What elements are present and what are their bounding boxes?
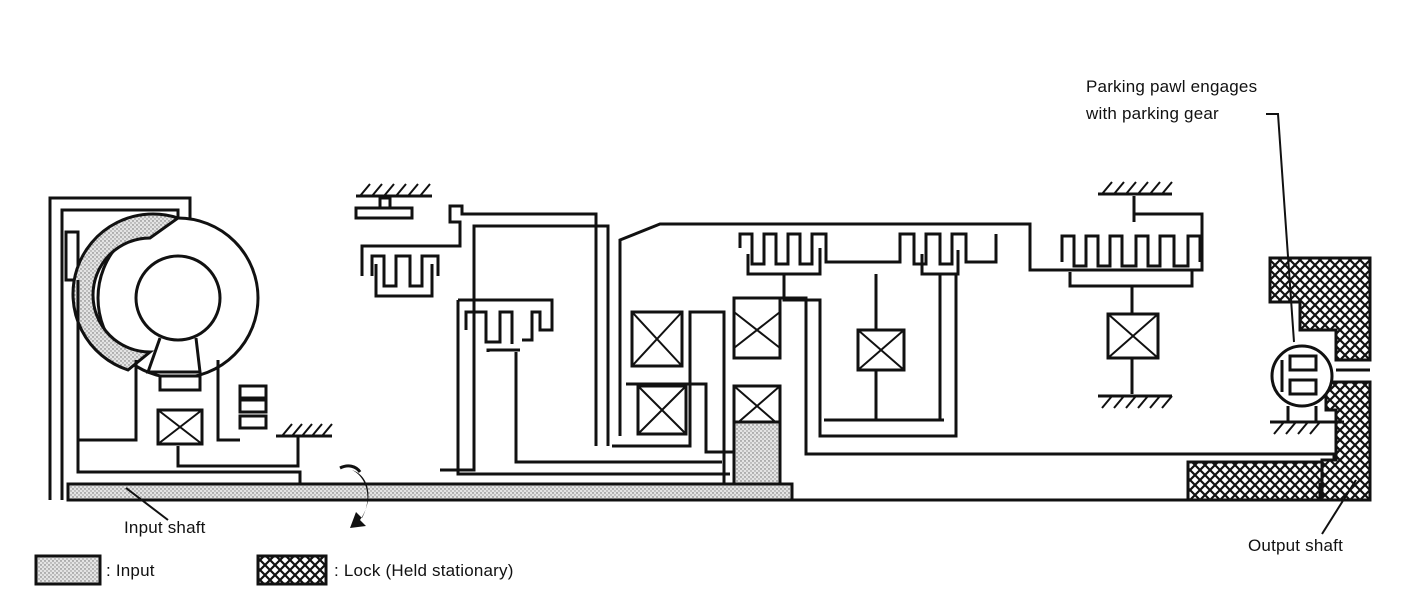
legend-lock-swatch (256, 554, 328, 586)
parking-pawl-label-line2: with parking gear (1086, 104, 1219, 123)
legend-lock-label: : Lock (Held stationary) (334, 561, 514, 580)
input-shaft (66, 482, 794, 502)
torque-converter (48, 196, 333, 500)
parking-pawl-label-line1: Parking pawl engages (1086, 77, 1258, 96)
legend-input-swatch (34, 554, 102, 586)
legend-input-label: : Input (106, 561, 155, 580)
impeller-shaded (71, 212, 182, 372)
case-upper-locked (1268, 256, 1372, 362)
output-shaft-locked (1186, 460, 1332, 502)
output-shaft-label: Output shaft (1248, 536, 1344, 555)
input-shaft-leader (125, 487, 169, 521)
output-section (1186, 113, 1372, 535)
rotation-arrow-icon (339, 464, 369, 528)
gear-train (354, 181, 1336, 486)
input-shaded-block (732, 420, 782, 486)
input-shaft-label: Input shaft (124, 518, 206, 537)
case-lower-locked (1320, 380, 1372, 502)
